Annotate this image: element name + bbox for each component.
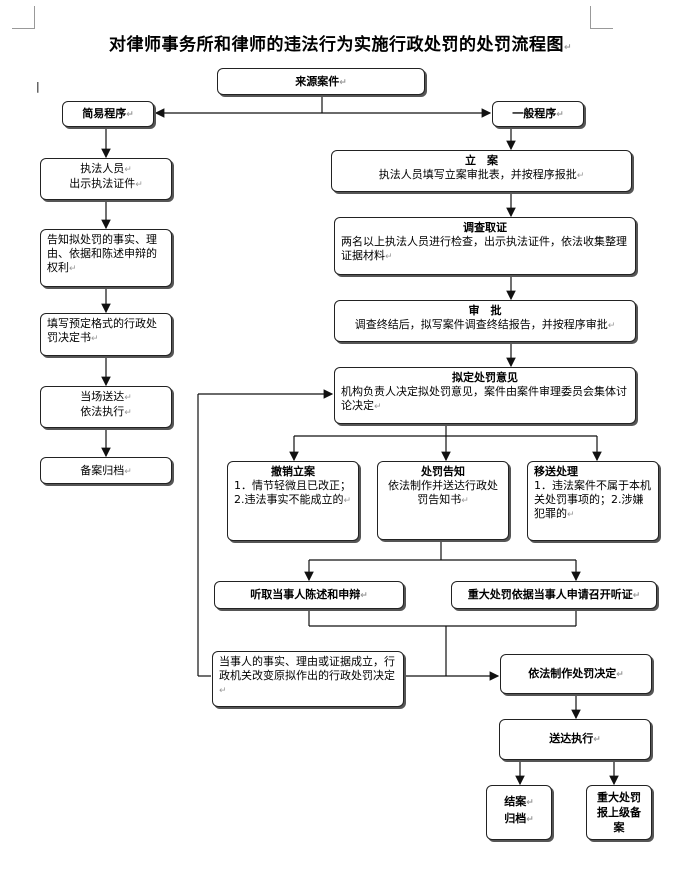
node-approve: 审 批 调查终结后，拟写案件调查终结报告，并按程序审批↵ xyxy=(334,300,636,342)
node-source-text: 来源案件 xyxy=(295,75,340,88)
node-revoke-body: 1．情节轻微且已改正；2.违法事实不能成立的 xyxy=(234,479,351,506)
node-general: 一般程序↵ xyxy=(492,101,584,127)
node-simple-step5-text: 备案归档 xyxy=(80,464,125,477)
node-draft-opinion-body: 机构负责人决定拟处罚意见，案件由案件审理委员会集体讨论决定 xyxy=(341,385,627,412)
node-report-superior: 重大处罚报上级备案 xyxy=(586,785,652,840)
node-investigate-body: 两名以上执法人员进行检查，出示执法证件，依法收集整理证据材料 xyxy=(341,235,627,262)
node-make-decision: 依法制作处罚决定↵ xyxy=(500,654,652,694)
crop-mark-top-left xyxy=(12,6,35,29)
node-simple: 简易程序↵ xyxy=(62,101,154,127)
node-approve-body: 调查终结后，拟写案件调查终结报告，并按程序审批 xyxy=(354,318,608,331)
node-deliver-text: 送达执行 xyxy=(549,732,594,745)
node-simple-step4-line1: 当场送达 xyxy=(80,390,125,403)
node-hearing-text: 重大处罚依据当事人申请召开听证 xyxy=(467,588,633,601)
node-simple-step5: 备案归档↵ xyxy=(40,457,172,484)
node-hear-statement: 听取当事人陈述和申辩↵ xyxy=(214,581,404,609)
node-simple-step2: 告知拟处罚的事实、理由、依据和陈述申辩的权利↵ xyxy=(40,229,172,287)
node-simple-step1-line1: 执法人员 xyxy=(80,162,125,175)
node-close-case-line1: 结案 xyxy=(504,795,527,808)
node-revoke: 撤销立案 1．情节轻微且已改正；2.违法事实不能成立的↵ xyxy=(227,461,359,541)
node-investigate: 调查取证 两名以上执法人员进行检查，出示执法证件，依法收集整理证据材料↵ xyxy=(334,217,636,275)
node-deliver: 送达执行↵ xyxy=(499,719,651,760)
node-change-decision: 当事人的事实、理由或证据成立，行政机关改变原拟作出的行政处罚决定↵ xyxy=(212,651,404,707)
node-register-head: 立 案 xyxy=(465,154,498,167)
node-general-text: 一般程序 xyxy=(512,107,557,120)
node-hearing: 重大处罚依据当事人申请召开听证↵ xyxy=(451,581,657,609)
node-close-case-line2: 归档 xyxy=(504,812,527,825)
node-notify-head: 处罚告知 xyxy=(421,465,465,478)
node-simple-step3: 填写预定格式的行政处罚决定书↵ xyxy=(40,313,172,356)
node-report-superior-text: 重大处罚报上级备案 xyxy=(597,791,641,834)
node-draft-opinion-head: 拟定处罚意见 xyxy=(452,371,518,384)
node-make-decision-text: 依法制作处罚决定 xyxy=(528,667,617,680)
node-simple-step4: 当场送达↵ 依法执行↵ xyxy=(40,386,172,428)
node-transfer-body: 1．违法案件不属于本机关处罚事项的；2.涉嫌犯罪的 xyxy=(534,479,651,520)
node-simple-step1: 执法人员↵ 出示执法证件↵ xyxy=(40,158,172,200)
node-investigate-head: 调查取证 xyxy=(463,221,507,234)
node-approve-head: 审 批 xyxy=(468,304,502,317)
node-hear-statement-text: 听取当事人陈述和申辩 xyxy=(250,588,361,601)
node-simple-step4-line2: 依法执行 xyxy=(80,405,125,418)
node-register: 立 案 执法人员填写立案审批表，并按程序报批↵ xyxy=(331,150,632,192)
node-transfer-head: 移送处理 xyxy=(534,465,578,478)
node-simple-step2-text: 告知拟处罚的事实、理由、依据和陈述申辩的权利 xyxy=(47,233,157,274)
node-notify-body: 依法制作并送达行政处罚告知书 xyxy=(388,479,498,506)
node-close-case: 结案↵ 归档↵ xyxy=(486,785,552,840)
node-register-body: 执法人员填写立案审批表，并按程序报批 xyxy=(378,168,577,181)
node-simple-text: 简易程序 xyxy=(82,107,127,120)
node-transfer: 移送处理 1．违法案件不属于本机关处罚事项的；2.涉嫌犯罪的↵ xyxy=(527,461,659,541)
node-simple-step3-text: 填写预定格式的行政处罚决定书 xyxy=(47,317,157,344)
title-text: 对律师事务所和律师的违法行为实施行政处罚的处罚流程图 xyxy=(108,35,564,55)
crop-mark-top-right xyxy=(590,6,613,29)
node-notify: 处罚告知 依法制作并送达行政处罚告知书↵ xyxy=(377,461,509,540)
node-change-decision-text: 当事人的事实、理由或证据成立，行政机关改变原拟作出的行政处罚决定 xyxy=(219,655,395,682)
node-revoke-head: 撤销立案 xyxy=(271,465,315,478)
node-simple-step1-line2: 出示执法证件 xyxy=(69,177,136,190)
node-draft-opinion: 拟定处罚意见 机构负责人决定拟处罚意见，案件由案件审理委员会集体讨论决定↵ xyxy=(334,367,636,424)
node-source: 来源案件↵ xyxy=(217,68,425,95)
cursor-mark: | xyxy=(36,80,40,93)
page-title: 对律师事务所和律师的违法行为实施行政处罚的处罚流程图↵ xyxy=(108,35,573,55)
